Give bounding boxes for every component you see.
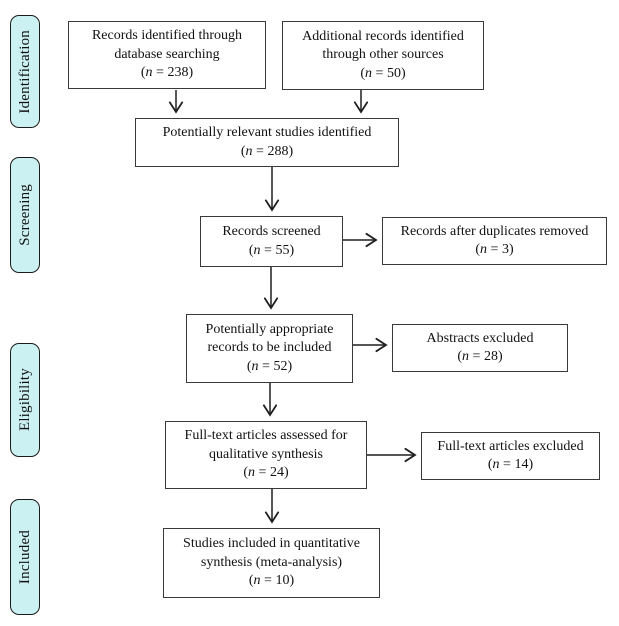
stage-label-text: Eligibility (16, 368, 33, 432)
count-open: ( (360, 65, 366, 81)
stage-label-identification: Identification (10, 15, 40, 128)
box-text-line: Studies included in quantitative (183, 536, 360, 552)
box-text-line: Records screened (222, 224, 321, 240)
count-value: = 50) (372, 65, 406, 81)
count-open: ( (243, 465, 249, 481)
flow-box-fulltext-excluded: Full-text articles excluded (n = 14) (421, 432, 600, 480)
stage-label-text: Screening (16, 184, 33, 246)
count-open: ( (246, 358, 252, 374)
box-text-line: synthesis (meta-analysis) (200, 554, 343, 570)
stage-label-eligibility: Eligibility (10, 343, 40, 457)
box-count: (n = 14) (488, 456, 533, 474)
count-value: = 52) (258, 358, 293, 374)
box-text-line: Potentially appropriate (205, 321, 334, 337)
count-open: ( (240, 143, 246, 159)
box-text-line: qualitative synthesis (209, 446, 323, 462)
count-value: = 28) (469, 349, 503, 364)
flow-box-potentially-relevant: Potentially relevant studies identified … (135, 118, 399, 167)
box-text-line: records to be included (207, 340, 332, 356)
count-open: ( (248, 573, 254, 589)
count-n-symbol: n (492, 457, 500, 472)
count-n-symbol: n (248, 465, 256, 481)
count-value: = 288) (252, 143, 294, 159)
count-n-symbol: n (462, 349, 470, 364)
stage-label-included: Included (10, 499, 40, 615)
box-count: (n = 55) (249, 242, 294, 260)
box-text-line: Full-text articles excluded (437, 438, 584, 454)
stage-label-text: Identification (16, 29, 33, 114)
stage-label-text: Included (16, 529, 33, 585)
count-open: ( (248, 242, 254, 258)
box-count: (n = 288) (241, 143, 293, 161)
flow-box-potentially-appropriate: Potentially appropriate records to be in… (186, 314, 353, 383)
count-n-symbol: n (145, 65, 153, 81)
box-text-line: Abstracts excluded (426, 330, 534, 346)
box-text-line: Full-text articles assessed for (184, 428, 348, 444)
flow-box-additional-records: Additional records identified through ot… (282, 21, 484, 90)
flow-box-abstracts-excluded: Abstracts excluded (n = 28) (392, 324, 568, 372)
count-value: = 55) (260, 242, 295, 258)
box-count: (n = 28) (457, 348, 502, 366)
flow-box-quantitative-synthesis: Studies included in quantitative synthes… (163, 528, 380, 598)
count-open: ( (487, 457, 493, 472)
flow-box-fulltext-assessed: Full-text articles assessed for qualitat… (165, 421, 367, 489)
count-n-symbol: n (253, 242, 261, 258)
count-value: = 10) (260, 573, 295, 589)
count-open: ( (475, 242, 481, 257)
count-value: = 24) (255, 465, 289, 481)
box-text-line: Additional records identified (302, 28, 464, 44)
stage-label-screening: Screening (10, 157, 40, 273)
count-value: = 238) (152, 65, 194, 81)
count-n-symbol: n (480, 242, 488, 257)
flow-box-duplicates-removed: Records after duplicates removed (n = 3) (382, 217, 607, 265)
flow-box-records-identified-database: Records identified through database sear… (68, 21, 266, 89)
box-count: (n = 24) (243, 464, 288, 482)
count-open: ( (140, 65, 146, 81)
box-count: (n = 3) (475, 241, 513, 259)
count-n-symbol: n (253, 573, 261, 589)
count-open: ( (457, 349, 463, 364)
box-count: (n = 50) (360, 65, 405, 83)
box-count: (n = 52) (247, 358, 292, 376)
count-n-symbol: n (245, 143, 253, 159)
box-count: (n = 10) (249, 572, 294, 590)
box-text-line: database searching (114, 46, 220, 62)
count-value: = 14) (499, 457, 534, 472)
box-text-line: Records identified through (91, 28, 243, 44)
box-text-line: Potentially relevant studies identified (162, 125, 372, 141)
box-text-line: Records after duplicates removed (400, 223, 589, 239)
count-n-symbol: n (251, 358, 259, 374)
box-text-line: through other sources (322, 47, 444, 63)
count-n-symbol: n (365, 65, 373, 81)
box-count: (n = 238) (141, 64, 193, 82)
flow-box-records-screened: Records screened (n = 55) (200, 216, 343, 267)
count-value: = 3) (487, 242, 514, 257)
